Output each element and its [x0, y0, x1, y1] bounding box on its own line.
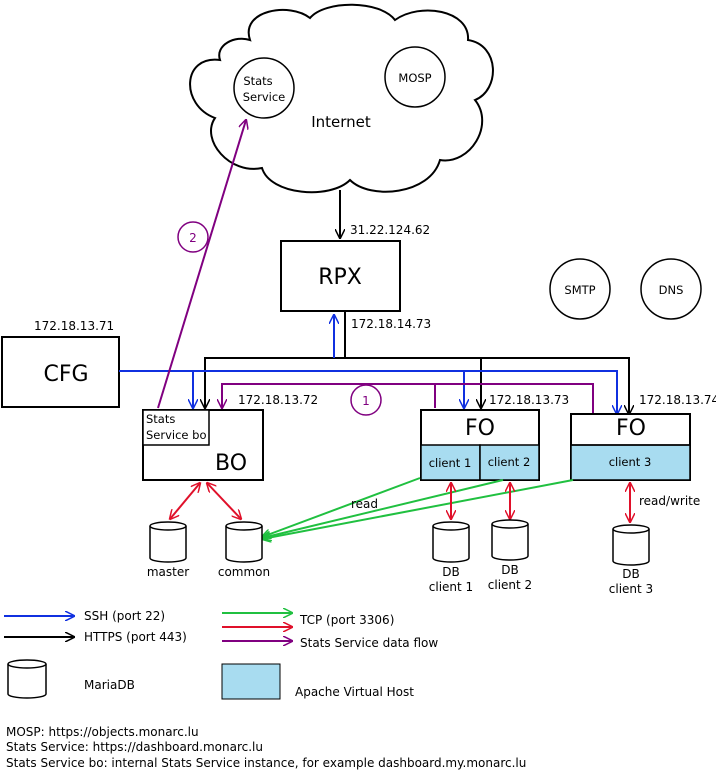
db-common: common	[218, 521, 270, 579]
read-write-edge-label: read/write	[639, 494, 700, 508]
rpx-label: RPX	[318, 265, 362, 290]
cfg-label: CFG	[43, 362, 88, 387]
dns-label: DNS	[659, 283, 684, 297]
read-write-lines	[170, 483, 630, 522]
bo-stats-line2: Service bo	[146, 428, 207, 442]
legend-vhost-swatch	[221, 663, 281, 700]
rpx-ip-top: 31.22.124.62	[350, 223, 430, 237]
db-common-label: common	[218, 565, 270, 579]
marker-2-label: 2	[189, 231, 197, 245]
db-client1-line1: DB	[442, 565, 459, 579]
bo-node: Stats Service bo BO	[142, 409, 264, 481]
fo1-vhost-client2: client 2	[488, 455, 531, 469]
legend-stats-label: Stats Service data flow	[300, 636, 438, 650]
legend-mariadb-label: MariaDB	[84, 678, 135, 692]
bo-stats-line1: Stats	[146, 412, 175, 426]
footnote-stats-service-bo: Stats Service bo: internal Stats Service…	[6, 756, 526, 770]
db-client2: DB client 2	[488, 519, 532, 592]
fo2-vhost-client3: client 3	[609, 455, 652, 469]
db-client3-line2: client 3	[609, 582, 653, 596]
marker-2: 2	[177, 221, 209, 253]
read-edge-label: read	[351, 497, 378, 511]
fo2-label: FO	[616, 416, 646, 441]
mosp-label: MOSP	[398, 71, 431, 85]
footnote-stats-service: Stats Service: https://dashboard.monarc.…	[6, 740, 263, 754]
legend-https-label: HTTPS (port 443)	[84, 630, 187, 644]
fo1-node: FO client 1 client 2	[420, 409, 540, 481]
stats-service-label-line1: Stats	[243, 74, 272, 88]
smtp-node: SMTP	[549, 258, 611, 320]
fo1-label: FO	[465, 416, 495, 441]
marker-1-label: 1	[362, 394, 370, 408]
fo2-node: FO client 3	[570, 413, 691, 481]
marker-1: 1	[350, 384, 382, 416]
rpx-node: RPX	[280, 240, 401, 312]
db-master: master	[147, 521, 189, 579]
footnote-mosp: MOSP: https://objects.monarc.lu	[6, 725, 199, 739]
fo2-ip: 172.18.13.74	[639, 393, 716, 407]
cfg-node: CFG	[1, 336, 120, 408]
bo-ip: 172.18.13.72	[238, 393, 318, 407]
legend-mariadb-icon	[7, 659, 47, 699]
db-client2-line2: client 2	[488, 578, 532, 592]
bo-label: BO	[215, 451, 247, 476]
stats-service-label-line2: Service	[243, 90, 286, 104]
stats-flow-lines	[157, 120, 594, 414]
db-client3: DB client 3	[609, 524, 653, 596]
db-client1-line2: client 1	[429, 580, 473, 594]
smtp-label: SMTP	[564, 283, 595, 297]
ssh-lines	[119, 315, 617, 414]
fo1-vhost-client1: client 1	[429, 456, 472, 470]
fo1-ip: 172.18.13.73	[489, 393, 569, 407]
legend-vhost-label: Apache Virtual Host	[295, 685, 414, 699]
legend-ssh-label: SSH (port 22)	[84, 609, 165, 623]
cfg-ip: 172.18.13.71	[34, 319, 114, 333]
db-client1: DB client 1	[429, 521, 473, 594]
stats-service-node: Stats Service	[233, 57, 295, 119]
dns-node: DNS	[640, 258, 702, 320]
db-master-label: master	[147, 565, 189, 579]
rpx-ip-bottom: 172.18.14.73	[351, 317, 431, 331]
db-client3-line1: DB	[622, 567, 639, 581]
internet-label: Internet	[311, 113, 371, 131]
legend-tcp-label: TCP (port 3306)	[299, 613, 394, 627]
mosp-node: MOSP	[384, 46, 446, 108]
db-client2-line1: DB	[501, 563, 518, 577]
legend: SSH (port 22) HTTPS (port 443) TCP (port…	[4, 609, 438, 700]
tcp-read-lines	[262, 477, 574, 539]
